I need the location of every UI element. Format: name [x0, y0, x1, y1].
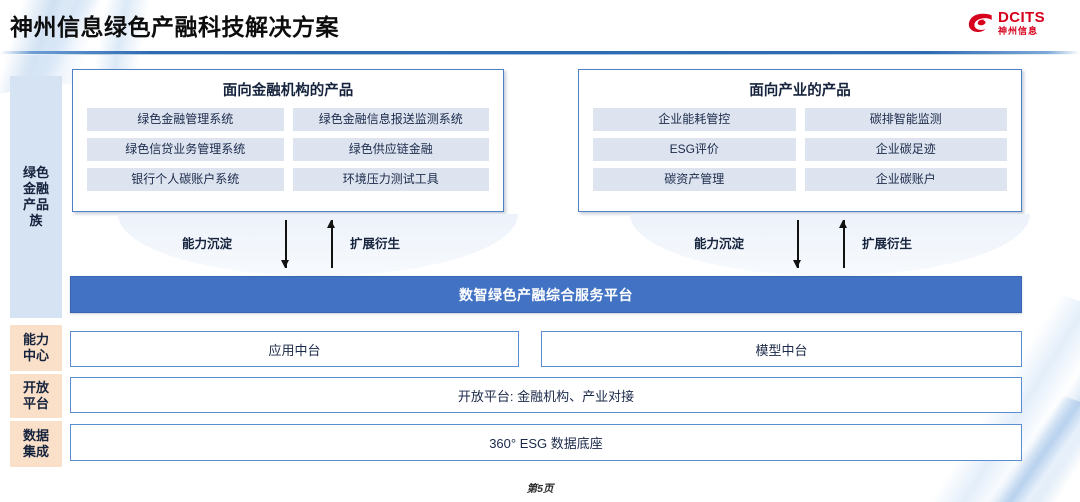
logo-cn-label: 神州信息 — [998, 26, 1039, 36]
chip-grid-industry-products: 企业能耗管控 碳排智能监测 ESG评价 企业碳足迹 碳资产管理 企业碳账户 — [579, 108, 1021, 191]
arrow-up-icon — [838, 220, 849, 268]
flow-label-expansion-derivation: 扩展衍生 — [862, 237, 913, 251]
flow-group-left: 能力沉淀 扩展衍生 — [118, 214, 518, 276]
panel-financial-institution-products: 面向金融机构的产品 绿色金融管理系统 绿色金融信息报送监测系统 绿色信贷业务管理… — [72, 69, 504, 212]
product-chip[interactable]: 绿色信贷业务管理系统 — [87, 138, 284, 161]
data-integration-box[interactable]: 360° ESG 数据底座 — [70, 424, 1022, 461]
rail-item-data-integration: 数据集成 — [10, 421, 62, 467]
product-chip[interactable]: 绿色金融管理系统 — [87, 108, 284, 131]
product-chip[interactable]: 企业能耗管控 — [593, 108, 796, 131]
product-chip[interactable]: 企业碳足迹 — [804, 138, 1007, 161]
flow-label-expansion-derivation: 扩展衍生 — [350, 237, 401, 251]
rail-item-open-platform: 开放平台 — [10, 374, 62, 418]
platform-bar[interactable]: 数智绿色产融综合服务平台 — [70, 276, 1022, 313]
logo-en-label: DCITS — [998, 9, 1045, 26]
arrow-head — [793, 260, 801, 268]
dcits-swoosh-icon — [968, 13, 992, 32]
product-chip[interactable]: 企业碳账户 — [804, 168, 1007, 191]
logo-text: DCITS 神州信息 — [998, 10, 1045, 36]
company-logo: DCITS 神州信息 — [968, 6, 1072, 40]
rail-label-green-finance-product-family: 绿色金融产品族 — [22, 164, 49, 229]
rail-label-data-integration: 数据集成 — [22, 427, 49, 459]
arrow-down-icon — [280, 220, 291, 268]
header-divider — [0, 51, 1080, 54]
flow-label-capability-deposit: 能力沉淀 — [694, 237, 745, 251]
capability-box-model-midplatform[interactable]: 模型中台 — [541, 331, 1022, 367]
product-chip[interactable]: 银行个人碳账户系统 — [87, 168, 284, 191]
product-chip[interactable]: 环境压力测试工具 — [292, 168, 489, 191]
product-chip[interactable]: 碳排智能监测 — [804, 108, 1007, 131]
arrow-head — [839, 220, 847, 228]
arrow-shaft — [843, 220, 845, 268]
platform-bar-label: 数智绿色产融综合服务平台 — [459, 286, 633, 303]
arrow-shaft — [285, 220, 287, 268]
panel-title-industry-products: 面向产业的产品 — [749, 83, 851, 99]
rail-item-green-finance-product-family: 绿色金融产品族 — [10, 76, 62, 318]
arrow-shaft — [331, 220, 333, 268]
arrow-shaft — [797, 220, 799, 268]
product-chip[interactable]: 绿色金融信息报送监测系统 — [292, 108, 489, 131]
open-platform-box[interactable]: 开放平台: 金融机构、产业对接 — [70, 377, 1022, 413]
flow-group-right: 能力沉淀 扩展衍生 — [630, 214, 1030, 276]
arrow-head — [281, 260, 289, 268]
page-number-footer: 第5页 — [526, 483, 554, 495]
arrow-up-icon — [326, 220, 337, 268]
product-chip[interactable]: ESG评价 — [593, 138, 796, 161]
rail-item-capability-center: 能力中心 — [10, 325, 62, 371]
product-chip[interactable]: 碳资产管理 — [593, 168, 796, 191]
product-chip[interactable]: 绿色供应链金融 — [292, 138, 489, 161]
page-title: 神州信息绿色产融科技解决方案 — [10, 14, 339, 40]
capability-box-application-midplatform[interactable]: 应用中台 — [70, 331, 519, 367]
panel-industry-products: 面向产业的产品 企业能耗管控 碳排智能监测 ESG评价 企业碳足迹 碳资产管理 … — [578, 69, 1022, 212]
header-divider-secondary — [0, 54, 1080, 55]
chip-grid-financial-institution-products: 绿色金融管理系统 绿色金融信息报送监测系统 绿色信贷业务管理系统 绿色供应链金融… — [73, 108, 503, 191]
arrow-head — [327, 220, 335, 228]
flow-label-capability-deposit: 能力沉淀 — [182, 237, 233, 251]
rail-label-open-platform: 开放平台 — [22, 379, 49, 411]
rail-label-capability-center: 能力中心 — [22, 331, 49, 363]
panel-title-financial-institution-products: 面向金融机构的产品 — [222, 83, 354, 99]
arrow-down-icon — [792, 220, 803, 268]
